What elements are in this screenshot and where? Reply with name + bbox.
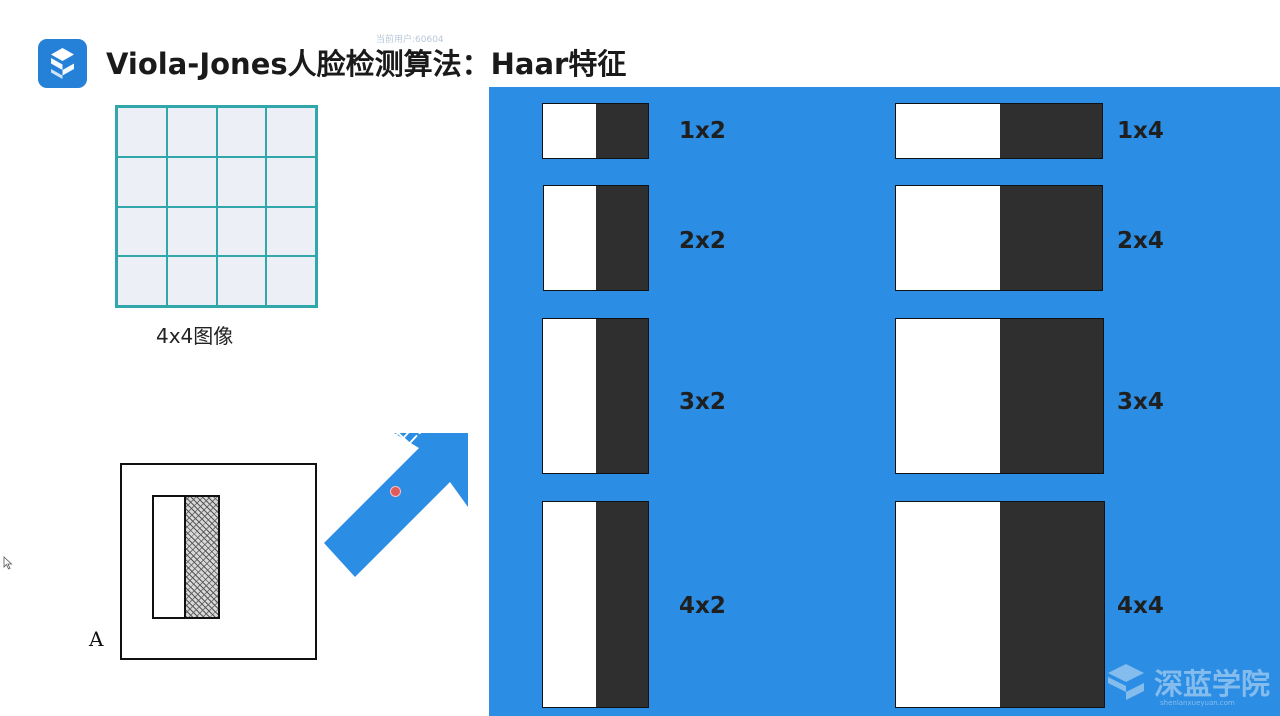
grid-cell	[166, 256, 217, 306]
haar-feature-2x4	[895, 185, 1103, 291]
brand-logo-icon	[1108, 664, 1144, 700]
page-title: Viola-Jones人脸检测算法：Haar特征	[106, 47, 627, 81]
grid-cell	[216, 156, 267, 207]
feature-label: 3x2	[679, 389, 726, 415]
figure-label: A	[89, 627, 104, 651]
feature-label: 1x4	[1117, 118, 1164, 144]
haar-feature-4x2	[542, 501, 649, 708]
feature-black-half	[1000, 319, 1103, 473]
feature-label: 1x2	[679, 118, 726, 144]
haar-feature-3x2	[542, 318, 649, 474]
grid-cell	[117, 206, 167, 257]
feature-label: 2x4	[1117, 228, 1164, 254]
brand-url: shenlanxueyuan.com	[1160, 699, 1235, 707]
haar-feature-2x2	[543, 185, 649, 291]
feature-label: 3x4	[1117, 389, 1164, 415]
feature-black-half	[1000, 104, 1102, 158]
pointer-dot	[390, 486, 401, 497]
grid-cell	[266, 107, 316, 157]
haar-feature-1x2	[542, 103, 649, 159]
feature-white-half	[896, 502, 1000, 707]
feature-black-half	[596, 104, 648, 158]
feature-white-half	[543, 319, 596, 473]
grid-cell	[216, 206, 267, 257]
feature-white-half	[896, 319, 1000, 473]
grid-cell	[166, 206, 217, 257]
feature-black-half	[596, 319, 648, 473]
s-logo-icon	[38, 39, 87, 88]
feature-white-half	[543, 104, 596, 158]
image-grid-4x4	[115, 105, 318, 308]
grid-caption: 4x4图像	[156, 324, 234, 348]
feature-white-half	[896, 104, 1000, 158]
grid-cell	[266, 156, 316, 207]
haar-feature-4x4	[895, 501, 1105, 708]
feature-black-half	[596, 186, 648, 290]
grid-cell	[216, 256, 267, 306]
grid-cell	[166, 156, 217, 207]
grid-cell	[166, 107, 217, 157]
grid-cell	[117, 156, 167, 207]
haar-feature-3x4	[895, 318, 1104, 474]
mouse-cursor-icon	[3, 556, 13, 570]
haar-feature-1x4	[895, 103, 1103, 159]
feature-label: 4x4	[1117, 593, 1164, 619]
brand-name: 深蓝学院	[1154, 667, 1271, 701]
grid-cell	[216, 107, 267, 157]
grid-cell	[117, 256, 167, 306]
feature-label: 2x2	[679, 228, 726, 254]
feature-white-half	[543, 502, 596, 707]
grid-cell	[117, 107, 167, 157]
feature-white-half	[896, 186, 1000, 290]
feature-black-half	[596, 502, 648, 707]
user-watermark: 当前用户:60604	[376, 35, 444, 45]
feature-black-half	[1000, 502, 1104, 707]
feature-black-half	[1000, 186, 1102, 290]
arrow-right-up-icon	[324, 433, 468, 577]
grid-cell	[266, 256, 316, 306]
brand-watermark: 深蓝学院 shenlanxueyuan.com	[1104, 661, 1271, 707]
feature-label: 4x2	[679, 593, 726, 619]
feature-example-white-region	[152, 495, 186, 619]
feature-example-hatched-region	[184, 495, 220, 619]
grid-cell	[266, 206, 316, 257]
feature-white-half	[544, 186, 596, 290]
